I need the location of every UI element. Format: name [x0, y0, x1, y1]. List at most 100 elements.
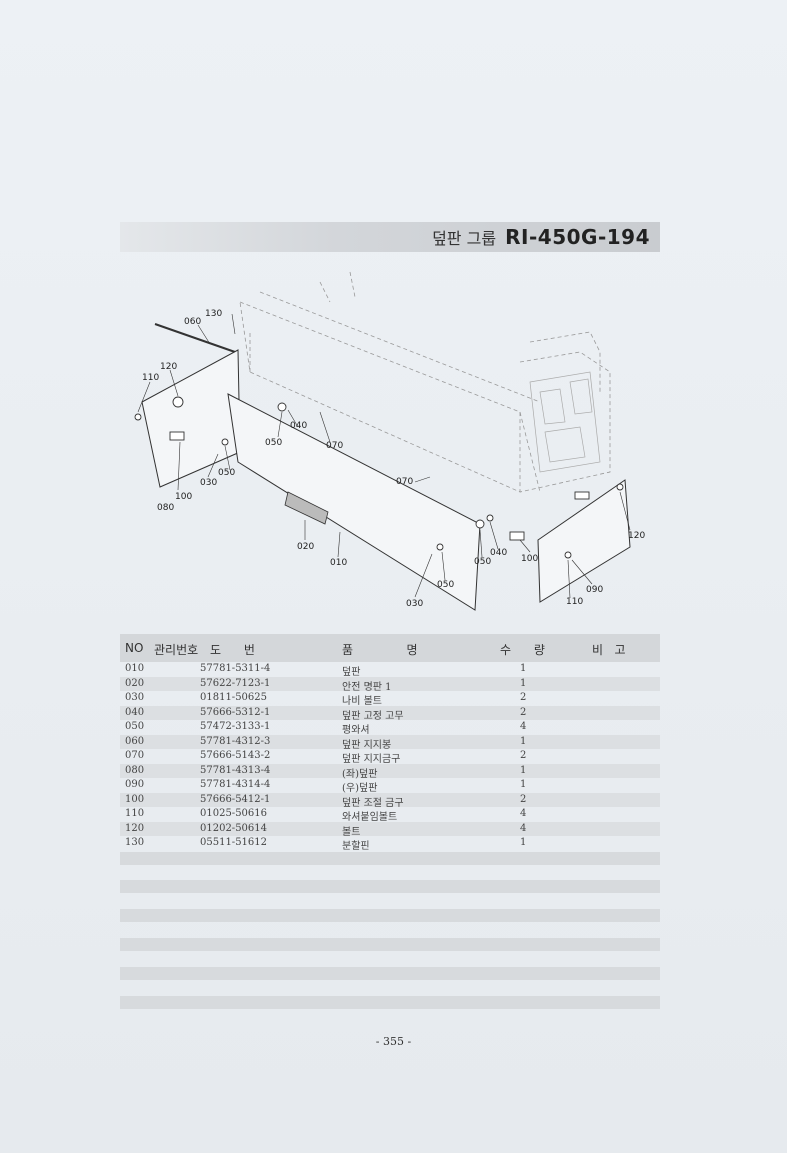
header-remark: 비 고 [592, 643, 626, 657]
callout-110-b: 110 [566, 597, 583, 607]
row-part-number: 57472-3133-1 [200, 721, 271, 732]
row-no: 130 [125, 837, 145, 848]
parts-drawing: 130 060 120 110 050 040 070 050 030 100 … [134, 271, 645, 611]
leader-lines [137, 313, 631, 599]
empty-row [120, 909, 660, 922]
callout-010: 010 [330, 558, 347, 568]
row-part-name: 볼트 [342, 826, 361, 838]
callout-040: 040 [290, 421, 307, 431]
empty-row [120, 938, 660, 951]
callout-030: 030 [200, 478, 217, 488]
row-part-number: 57781-4313-4 [200, 764, 271, 776]
callout-120-b: 120 [628, 531, 645, 541]
machine-structure [529, 371, 601, 473]
row-part-name: 와셔붙임볼트 [342, 812, 398, 823]
callout-050-d: 050 [437, 580, 454, 590]
row-no: 120 [125, 822, 145, 834]
row-no: 010 [125, 663, 145, 674]
title-model: RI-450G-194 [505, 225, 650, 249]
row-part-name: 안전 명판 1 [342, 681, 392, 693]
row-no: 030 [125, 692, 145, 703]
header-drawing: 도 번 [210, 643, 255, 657]
row-no: 100 [125, 793, 145, 805]
callout-060: 060 [184, 317, 201, 327]
left-cover [141, 349, 241, 488]
row-part-name: 덮판 지지봉 [342, 739, 392, 751]
row-part-number: 57781-4312-3 [200, 735, 271, 747]
table-row: 020 57622-7123-1 안전 명판 1 1 [120, 676, 660, 693]
support-rod [154, 323, 236, 353]
row-part-number: 01202-50614 [200, 822, 268, 834]
table-row: 130 05511-51612 분할핀 1 [120, 836, 660, 852]
row-quantity: 1 [520, 677, 527, 689]
row-part-number: 05511-51612 [200, 837, 268, 848]
table-body: 010 57781-5311-4 덮판 1 020 57622-7123-1 안전 명판 1… [120, 662, 660, 852]
callout-120: 120 [160, 362, 177, 372]
row-part-number: 57666-5412-1 [200, 793, 271, 805]
callout-070: 070 [326, 441, 343, 451]
row-quantity: 2 [520, 793, 527, 805]
exploded-parts-diagram: 130 060 120 110 050 040 070 050 030 100 … [120, 262, 665, 622]
callout-020: 020 [297, 542, 314, 552]
header-name: 품 명 [342, 643, 418, 657]
callout-040-b: 040 [490, 548, 507, 558]
page-number: - 355 - [375, 1035, 412, 1048]
callout-130: 130 [205, 309, 222, 319]
row-quantity: 2 [520, 750, 527, 761]
title-bar: 덮판 그룹 RI-450G-194 [120, 222, 660, 252]
row-part-name: 덮판 [342, 667, 361, 678]
row-no: 070 [125, 750, 145, 761]
row-no: 040 [125, 706, 145, 718]
callout-110: 110 [142, 373, 159, 383]
row-quantity: 4 [520, 822, 527, 834]
callout-100: 100 [175, 492, 192, 502]
row-no: 020 [125, 677, 145, 689]
row-no: 050 [125, 721, 145, 732]
row-part-number: 57781-5311-4 [200, 663, 271, 674]
callout-080: 080 [157, 503, 174, 513]
empty-row [120, 996, 660, 1009]
callout-050-c: 050 [474, 557, 491, 567]
row-quantity: 1 [520, 663, 527, 674]
table-row: 040 57666-5312-1 덮판 고정 고무 2 [120, 705, 660, 722]
row-quantity: 4 [520, 808, 527, 819]
safety-plate [284, 491, 329, 525]
callout-030-b: 030 [406, 599, 423, 609]
empty-row [120, 880, 660, 893]
row-part-name: 분할핀 [342, 841, 370, 852]
row-quantity: 1 [520, 837, 527, 848]
row-quantity: 1 [520, 735, 527, 747]
header-no: NO [125, 641, 144, 655]
row-no: 080 [125, 764, 145, 776]
row-part-name: 덮판 고정 고무 [342, 710, 404, 722]
table-header: NO 관리번호 도 번 품 명 수 량 비 고 [120, 634, 660, 662]
row-no: 060 [125, 735, 145, 747]
header-qty: 수 량 [500, 643, 545, 657]
row-part-number: 57666-5312-1 [200, 706, 271, 718]
callout-100-b: 100 [521, 554, 538, 564]
row-part-name: (좌)덮판 [342, 768, 378, 780]
row-part-number: 01811-50625 [200, 692, 268, 703]
table-row: 060 57781-4312-3 덮판 지지봉 1 [120, 734, 660, 751]
row-no: 090 [125, 779, 145, 790]
right-cover [537, 479, 631, 603]
row-part-name: 나비 볼트 [342, 696, 382, 707]
row-quantity: 2 [520, 706, 527, 718]
page-title: 덮판 그룹 RI-450G-194 [432, 225, 650, 249]
callout-050-b: 050 [218, 468, 235, 478]
row-part-number: 57622-7123-1 [200, 677, 271, 689]
row-part-number: 57666-5143-2 [200, 750, 271, 761]
machine-outline [239, 271, 611, 493]
callout-050: 050 [265, 438, 282, 448]
row-part-name: (우)덮판 [342, 783, 378, 794]
hardware [134, 396, 624, 559]
callout-070-b: 070 [396, 477, 413, 487]
row-part-number: 01025-50616 [200, 808, 268, 819]
